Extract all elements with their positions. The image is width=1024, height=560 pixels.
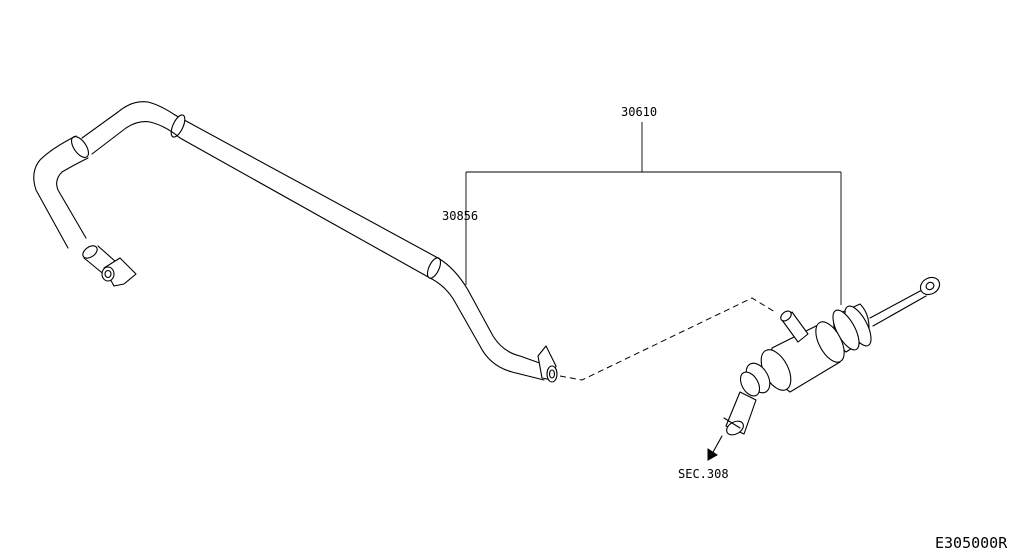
drawing-code: E305000R xyxy=(935,534,1008,552)
callout-sec-308[interactable]: SEC.308 xyxy=(678,467,729,481)
operating-cylinder xyxy=(707,276,941,461)
callout-30856: 30856 xyxy=(442,209,478,223)
section-arrow-icon xyxy=(707,448,718,461)
section-arrow-line xyxy=(711,435,723,455)
assembly-bracket xyxy=(465,122,842,305)
clutch-hose xyxy=(33,101,558,383)
connection-dashed-line xyxy=(559,297,776,381)
callout-30610: 30610 xyxy=(621,105,657,119)
